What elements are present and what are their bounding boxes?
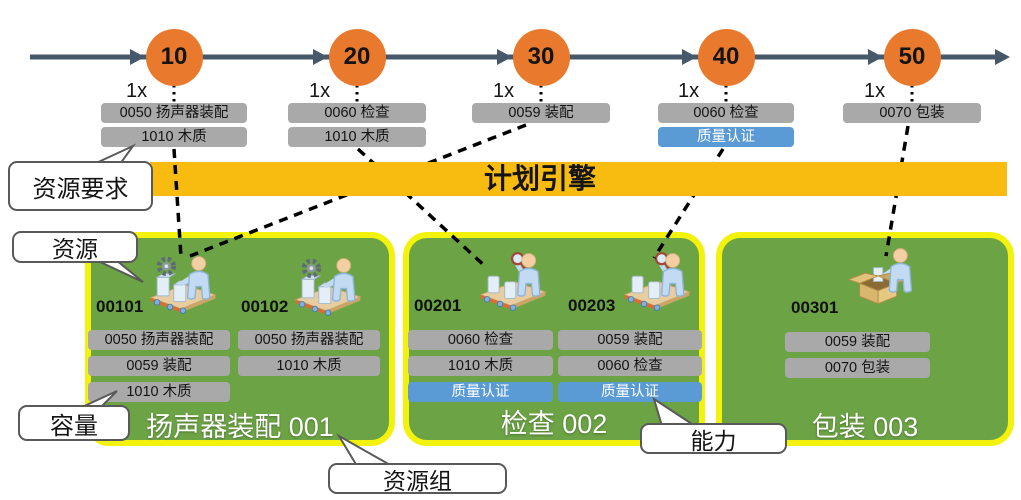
resource-capabilities: 0050 扬声器装配 0059 装配 1010 木质 [88,330,230,402]
op-requirements: 0060 检查 1010 木质 [288,103,426,147]
packing-station-icon [843,241,917,309]
op-requirements: 0050 扬声器装配 1010 木质 [101,103,247,147]
op-multiplier: 1x [309,80,331,102]
capability-tag: 质量认证 [408,382,553,402]
requirement-tag: 0059 装配 [785,332,930,352]
capability-tag: 质量认证 [558,382,702,402]
resource-group-title: 扬声器装配 001 [146,412,334,442]
requirement-tag: 0060 检查 [658,103,794,123]
op-circle-20: 20 [328,28,386,86]
capability-callout: 能力 [640,423,787,454]
requirement-tag: 0059 装配 [558,330,702,350]
requirement-tag: 1010 木质 [408,356,553,376]
op-multiplier: 1x [493,80,515,102]
requirement-tag: 1010 木质 [101,127,247,147]
resource-group-callout: 资源组 [328,463,507,494]
requirement-tag: 0060 检查 [288,103,426,123]
planning-engine-banner: 计划引擎 [150,162,1007,196]
resource-capabilities: 0059 装配 0060 检查质量认证 [558,330,702,402]
resource-id-label: 00203 [568,296,616,315]
inspection-station-icon [620,245,694,313]
resource-id-label: 00301 [791,298,839,317]
requirement-tag: 0060 检查 [558,356,702,376]
requirement-tag: 0050 扬声器装配 [101,103,247,123]
resource-capabilities: 0060 检查 1010 木质质量认证 [408,330,553,402]
op-circle-30: 30 [512,28,570,86]
op-circle-10: 10 [145,28,203,86]
requirement-tag: 1010 木质 [288,127,426,147]
capacity-callout: 容量 [18,405,130,441]
capability-tag: 质量认证 [658,127,794,147]
requirement-tag: 0050 扬声器装配 [238,330,380,350]
requirement-tag: 0070 包装 [843,103,981,123]
op-requirements: 0060 检查质量认证 [658,103,794,147]
requirement-tag: 1010 木质 [238,356,380,376]
assembly-station-icon [146,248,220,316]
op-multiplier: 1x [678,80,700,102]
requirement-tag: 0060 检查 [408,330,553,350]
resource-id-label: 00102 [241,297,289,316]
assembly-station-icon [291,250,365,318]
requirement-tag: 0059 装配 [88,356,230,376]
op-circle-50: 50 [883,28,941,86]
op-multiplier: 1x [864,80,886,102]
resource-capabilities: 0050 扬声器装配 1010 木质 [238,330,380,376]
requirement-tag: 0059 装配 [472,103,610,123]
resource-capabilities: 0059 装配 0070 包装 [785,332,930,378]
requirement-tag: 1010 木质 [88,382,230,402]
op-circle-40: 40 [697,28,755,86]
resource-id-label: 00201 [414,296,462,315]
op-requirements: 0059 装配 [472,103,610,123]
op-requirements: 0070 包装 [843,103,981,123]
resource-group-title: 检查 002 [500,409,608,439]
resource-requirement-callout: 资源要求 [8,161,153,211]
arrowheads [130,49,1010,65]
requirement-tag: 0070 包装 [785,358,930,378]
resource-group-title: 包装 003 [811,412,919,442]
op-multiplier: 1x [126,80,148,102]
requirement-tag: 0050 扬声器装配 [88,330,230,350]
resource-id-label: 00101 [96,297,144,316]
inspection-station-icon [476,245,550,313]
circle-to-requirement-stubs [172,85,914,102]
resource-callout: 资源 [12,231,138,263]
planning-engine-label: 计划引擎 [483,163,596,194]
